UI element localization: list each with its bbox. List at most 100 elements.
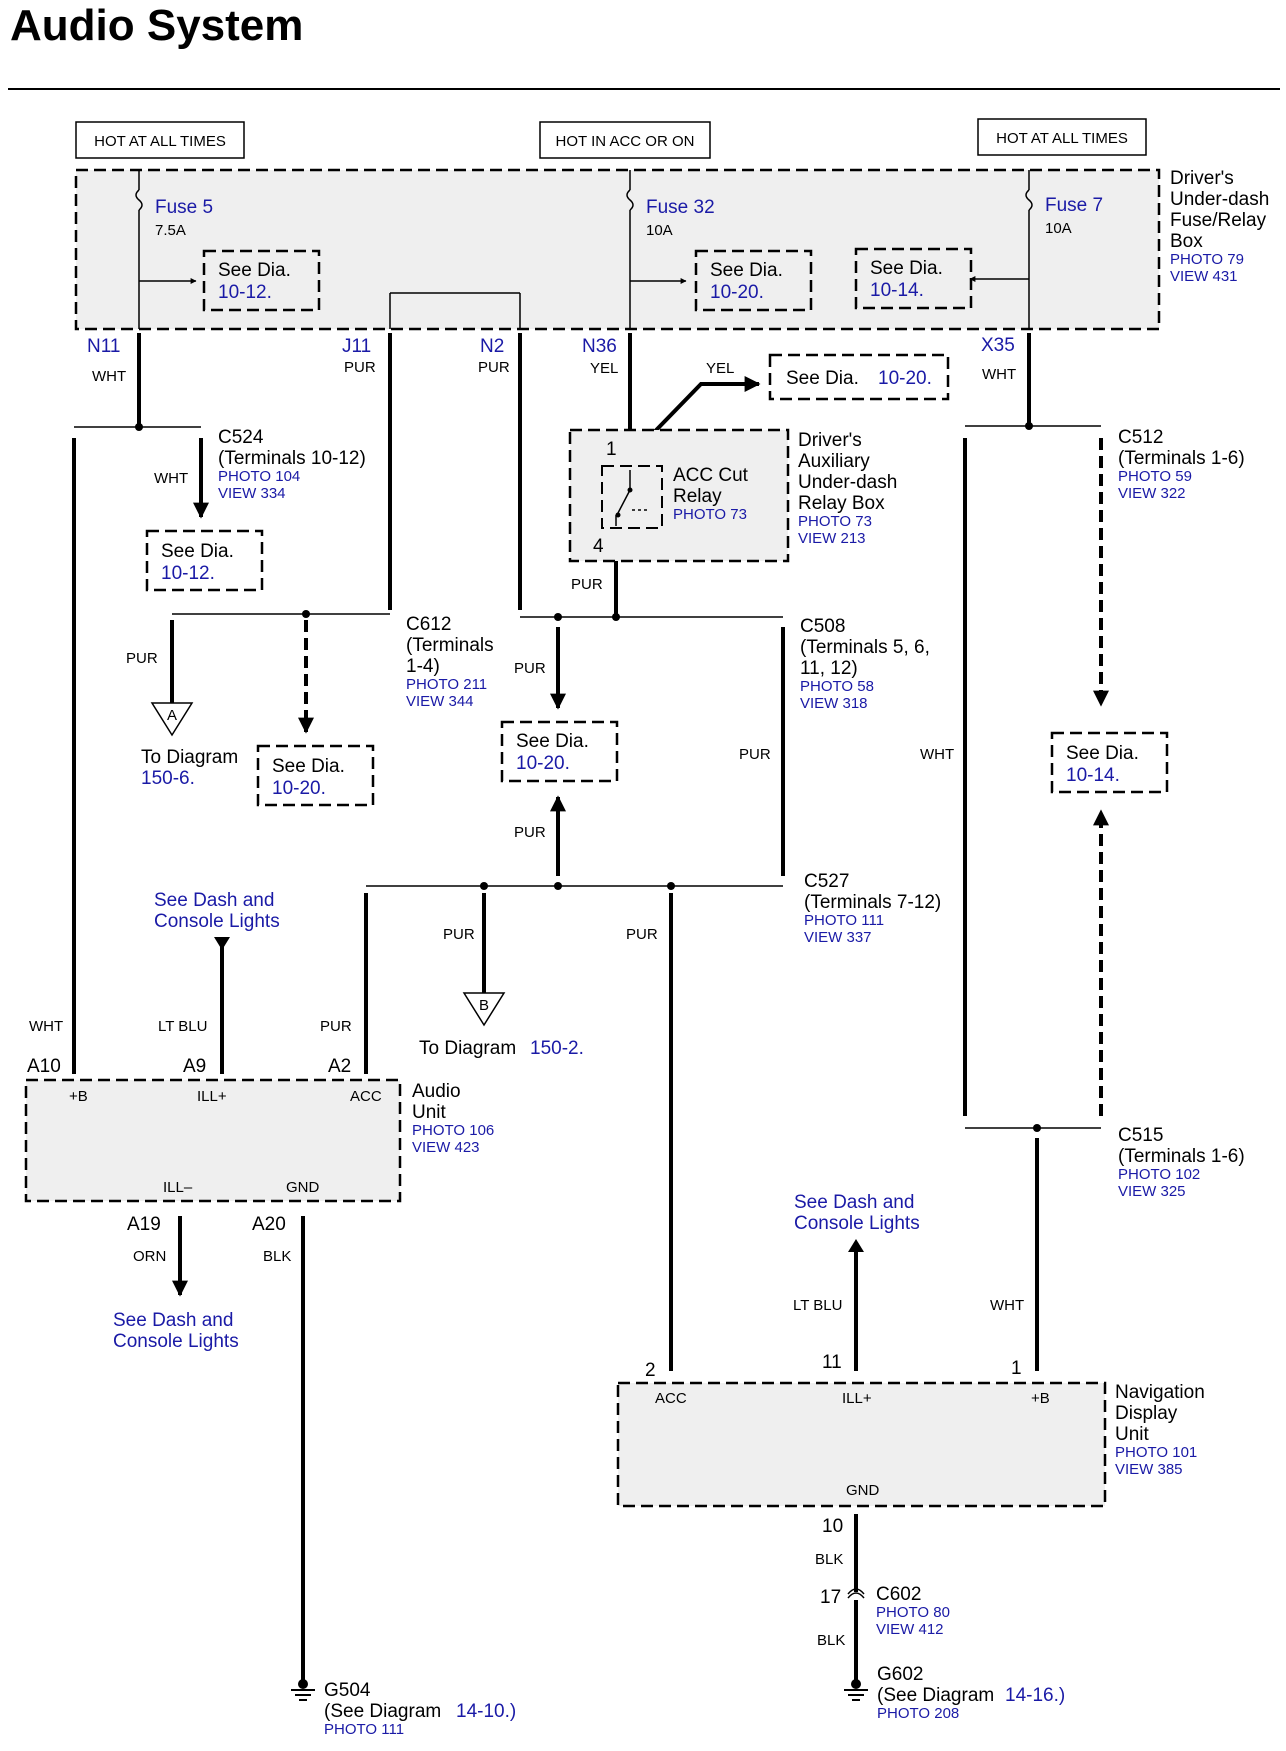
svg-text:A: A [167, 707, 177, 724]
wire-a-color: PUR [126, 650, 158, 667]
svg-text:See Dia.: See Dia. [272, 756, 345, 777]
c612-name: C612 [406, 614, 451, 635]
svg-text:10-12.: 10-12. [161, 563, 215, 584]
see-dia-c512[interactable]: See Dia. 10-14. [1050, 731, 1169, 794]
audio-pin-a20: A20 [252, 1214, 286, 1235]
nav-pin-label-b: +B [1031, 1390, 1050, 1407]
wire-nav-b-color: WHT [990, 1297, 1024, 1314]
svg-text:See Dia.: See Dia. [218, 260, 291, 281]
power-label-mid: HOT IN ACC OR ON [539, 121, 711, 159]
offpage-b-dia[interactable]: 150-2. [530, 1038, 584, 1059]
dash-lights-a9-line2[interactable]: Console Lights [154, 911, 280, 932]
c527-photo: PHOTO 111 [804, 912, 884, 929]
c524-view: VIEW 334 [218, 485, 286, 502]
audio-pin-label-ill: ILL+ [197, 1088, 227, 1105]
relay-box-photo: PHOTO 73 [798, 513, 872, 530]
nav-pin-1: 1 [1011, 1358, 1022, 1379]
navigation-display-unit [618, 1383, 1105, 1506]
audio-pin-a19: A19 [127, 1214, 161, 1235]
c512-photo: PHOTO 59 [1118, 468, 1192, 485]
offpage-a[interactable]: A [150, 702, 194, 737]
relay-box-name-3: Under-dash [798, 472, 897, 493]
svg-text:HOT IN ACC OR ON: HOT IN ACC OR ON [556, 133, 695, 150]
relay-box-view: VIEW 213 [798, 530, 866, 547]
fuse-32-name: Fuse 32 [646, 197, 715, 218]
c508-name: C508 [800, 616, 845, 637]
audio-unit-view: VIEW 423 [412, 1139, 480, 1156]
offpage-b[interactable]: B [462, 992, 506, 1027]
c512-name: C512 [1118, 427, 1163, 448]
c602-name: C602 [876, 1584, 921, 1605]
wire-a2-color: PUR [320, 1018, 352, 1035]
svg-text:10-20.: 10-20. [710, 282, 764, 303]
see-dia-yel[interactable]: See Dia. 10-20. [768, 353, 950, 401]
g504-photo: PHOTO 111 [324, 1721, 404, 1738]
wire-n2-color: PUR [478, 359, 510, 376]
offpage-a-to: To Diagram [141, 747, 238, 768]
offpage-a-dia[interactable]: 150-6. [141, 768, 195, 789]
svg-text:10-14.: 10-14. [870, 280, 924, 301]
fuse-box-name-4: Box [1170, 231, 1203, 252]
wire-a9-color: LT BLU [158, 1018, 207, 1035]
c508-terminals-1: (Terminals 5, 6, [800, 637, 930, 658]
svg-text:10-12.: 10-12. [218, 282, 272, 303]
nav-pin-label-gnd: GND [846, 1482, 880, 1499]
c527-view: VIEW 337 [804, 929, 872, 946]
svg-text:10-20.: 10-20. [878, 368, 932, 389]
terminal-n11: N11 [87, 336, 120, 357]
see-dia-c612[interactable]: See Dia. 10-20. [256, 744, 375, 807]
dash-lights-nav-line1[interactable]: See Dash and [794, 1192, 914, 1213]
dashed-wires [298, 438, 1109, 1116]
g602-dia[interactable]: 14-16.) [1005, 1685, 1065, 1706]
c515-view: VIEW 325 [1118, 1183, 1186, 1200]
nav-unit-name-3: Unit [1115, 1424, 1150, 1445]
fuse-box-internal-wiring [135, 170, 1033, 329]
see-dia-c508[interactable]: See Dia. 10-20. [500, 720, 619, 783]
c508-terminals-2: 11, 12) [800, 658, 858, 679]
see-dia-fuse7[interactable]: See Dia. 10-14. [854, 247, 973, 310]
audio-pin-label-acc: ACC [350, 1088, 382, 1105]
audio-pin-a2: A2 [328, 1056, 351, 1077]
dash-lights-a9-line1[interactable]: See Dash and [154, 890, 274, 911]
dash-lights-nav-line2[interactable]: Console Lights [794, 1213, 920, 1234]
c508-view: VIEW 318 [800, 695, 868, 712]
c512-terminals: (Terminals 1-6) [1118, 448, 1245, 469]
wire-nav-ill-color: LT BLU [793, 1297, 842, 1314]
svg-text:See Dia.: See Dia. [1066, 743, 1139, 764]
audio-unit-name-2: Unit [412, 1102, 447, 1123]
fuse-box-name-1: Driver's [1170, 168, 1234, 189]
c602-pin: 17 [820, 1587, 841, 1608]
relay-name-2: Relay [673, 486, 722, 507]
see-dia-fuse32[interactable]: See Dia. 10-20. [694, 249, 813, 312]
nav-pin-10: 10 [822, 1516, 843, 1537]
fuse-7-rating: 10A [1045, 220, 1072, 237]
c515-name: C515 [1118, 1125, 1163, 1146]
relay-box-name-1: Driver's [798, 430, 862, 451]
c612-view: VIEW 344 [406, 693, 474, 710]
see-dia-c524[interactable]: See Dia. 10-12. [145, 529, 264, 592]
fuse-box-name-3: Fuse/Relay [1170, 210, 1267, 231]
relay-box-name-4: Relay Box [798, 493, 885, 514]
dash-lights-a19-line1[interactable]: See Dash and [113, 1310, 233, 1331]
svg-text:B: B [479, 997, 489, 1014]
svg-text:See Dia.: See Dia. [516, 731, 589, 752]
svg-text:10-14.: 10-14. [1066, 765, 1120, 786]
g602-name: G602 [877, 1664, 923, 1685]
audio-unit-name-1: Audio [412, 1081, 461, 1102]
c602-view: VIEW 412 [876, 1621, 944, 1638]
c602-connector-symbol [847, 1588, 865, 1599]
relay-pin-1: 1 [606, 439, 617, 460]
c524-photo: PHOTO 104 [218, 468, 300, 485]
see-dia-fuse5[interactable]: See Dia. 10-12. [202, 249, 321, 312]
g504-dia[interactable]: 14-10.) [456, 1701, 516, 1722]
wire-c524-color: WHT [154, 470, 188, 487]
dash-lights-a19-line2[interactable]: Console Lights [113, 1331, 239, 1352]
wire-a19-color: ORN [133, 1248, 166, 1265]
nav-pin-2: 2 [645, 1360, 656, 1381]
g602-see: (See Diagram [877, 1685, 994, 1706]
svg-text:See Dia.: See Dia. [710, 260, 783, 281]
wire-x35-color: WHT [982, 366, 1016, 383]
ground-g504-icon [291, 1679, 315, 1701]
audio-pin-a10: A10 [27, 1056, 61, 1077]
page-title: Audio System [10, 1, 303, 50]
